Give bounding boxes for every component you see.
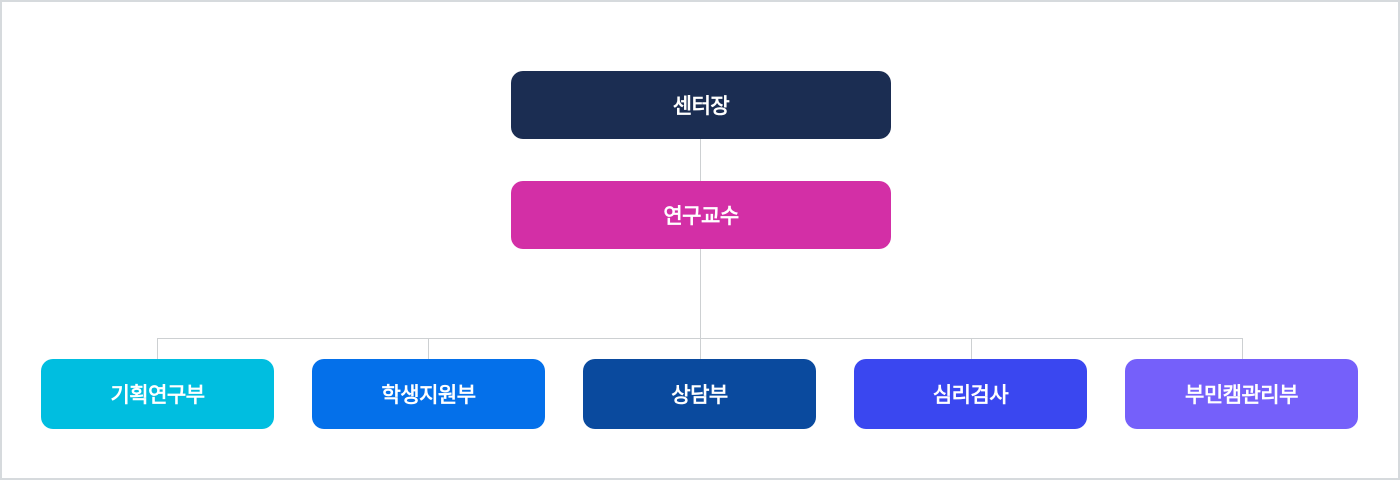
connector-drop-planning-research <box>157 338 158 359</box>
org-node-counseling-dept: 상담부 <box>583 359 816 429</box>
connector-drop-student-support <box>428 338 429 359</box>
org-node-center-director: 센터장 <box>511 71 891 139</box>
org-node-planning-research-dept: 기획연구부 <box>41 359 274 429</box>
org-node-planning-research-dept-label: 기획연구부 <box>110 384 205 407</box>
org-node-research-professor-label: 연구교수 <box>663 205 739 228</box>
org-node-bumin-campus-management-dept-label: 부민캠관리부 <box>1185 384 1298 407</box>
connector-horizontal-rail <box>157 338 1242 339</box>
org-node-psychological-testing-dept: 심리검사 <box>854 359 1087 429</box>
connector-drop-bumin-campus <box>1242 338 1243 359</box>
org-node-counseling-dept-label: 상담부 <box>671 384 728 407</box>
org-node-research-professor: 연구교수 <box>511 181 891 249</box>
org-node-center-director-label: 센터장 <box>672 95 730 118</box>
org-node-student-support-dept-label: 학생지원부 <box>381 384 476 407</box>
connector-root-to-level2 <box>700 139 701 181</box>
connector-drop-psychological-testing <box>971 338 972 359</box>
org-node-student-support-dept: 학생지원부 <box>312 359 545 429</box>
org-node-psychological-testing-dept-label: 심리검사 <box>932 384 1009 407</box>
connector-level2-to-rail <box>700 249 701 359</box>
org-node-bumin-campus-management-dept: 부민캠관리부 <box>1125 359 1358 429</box>
